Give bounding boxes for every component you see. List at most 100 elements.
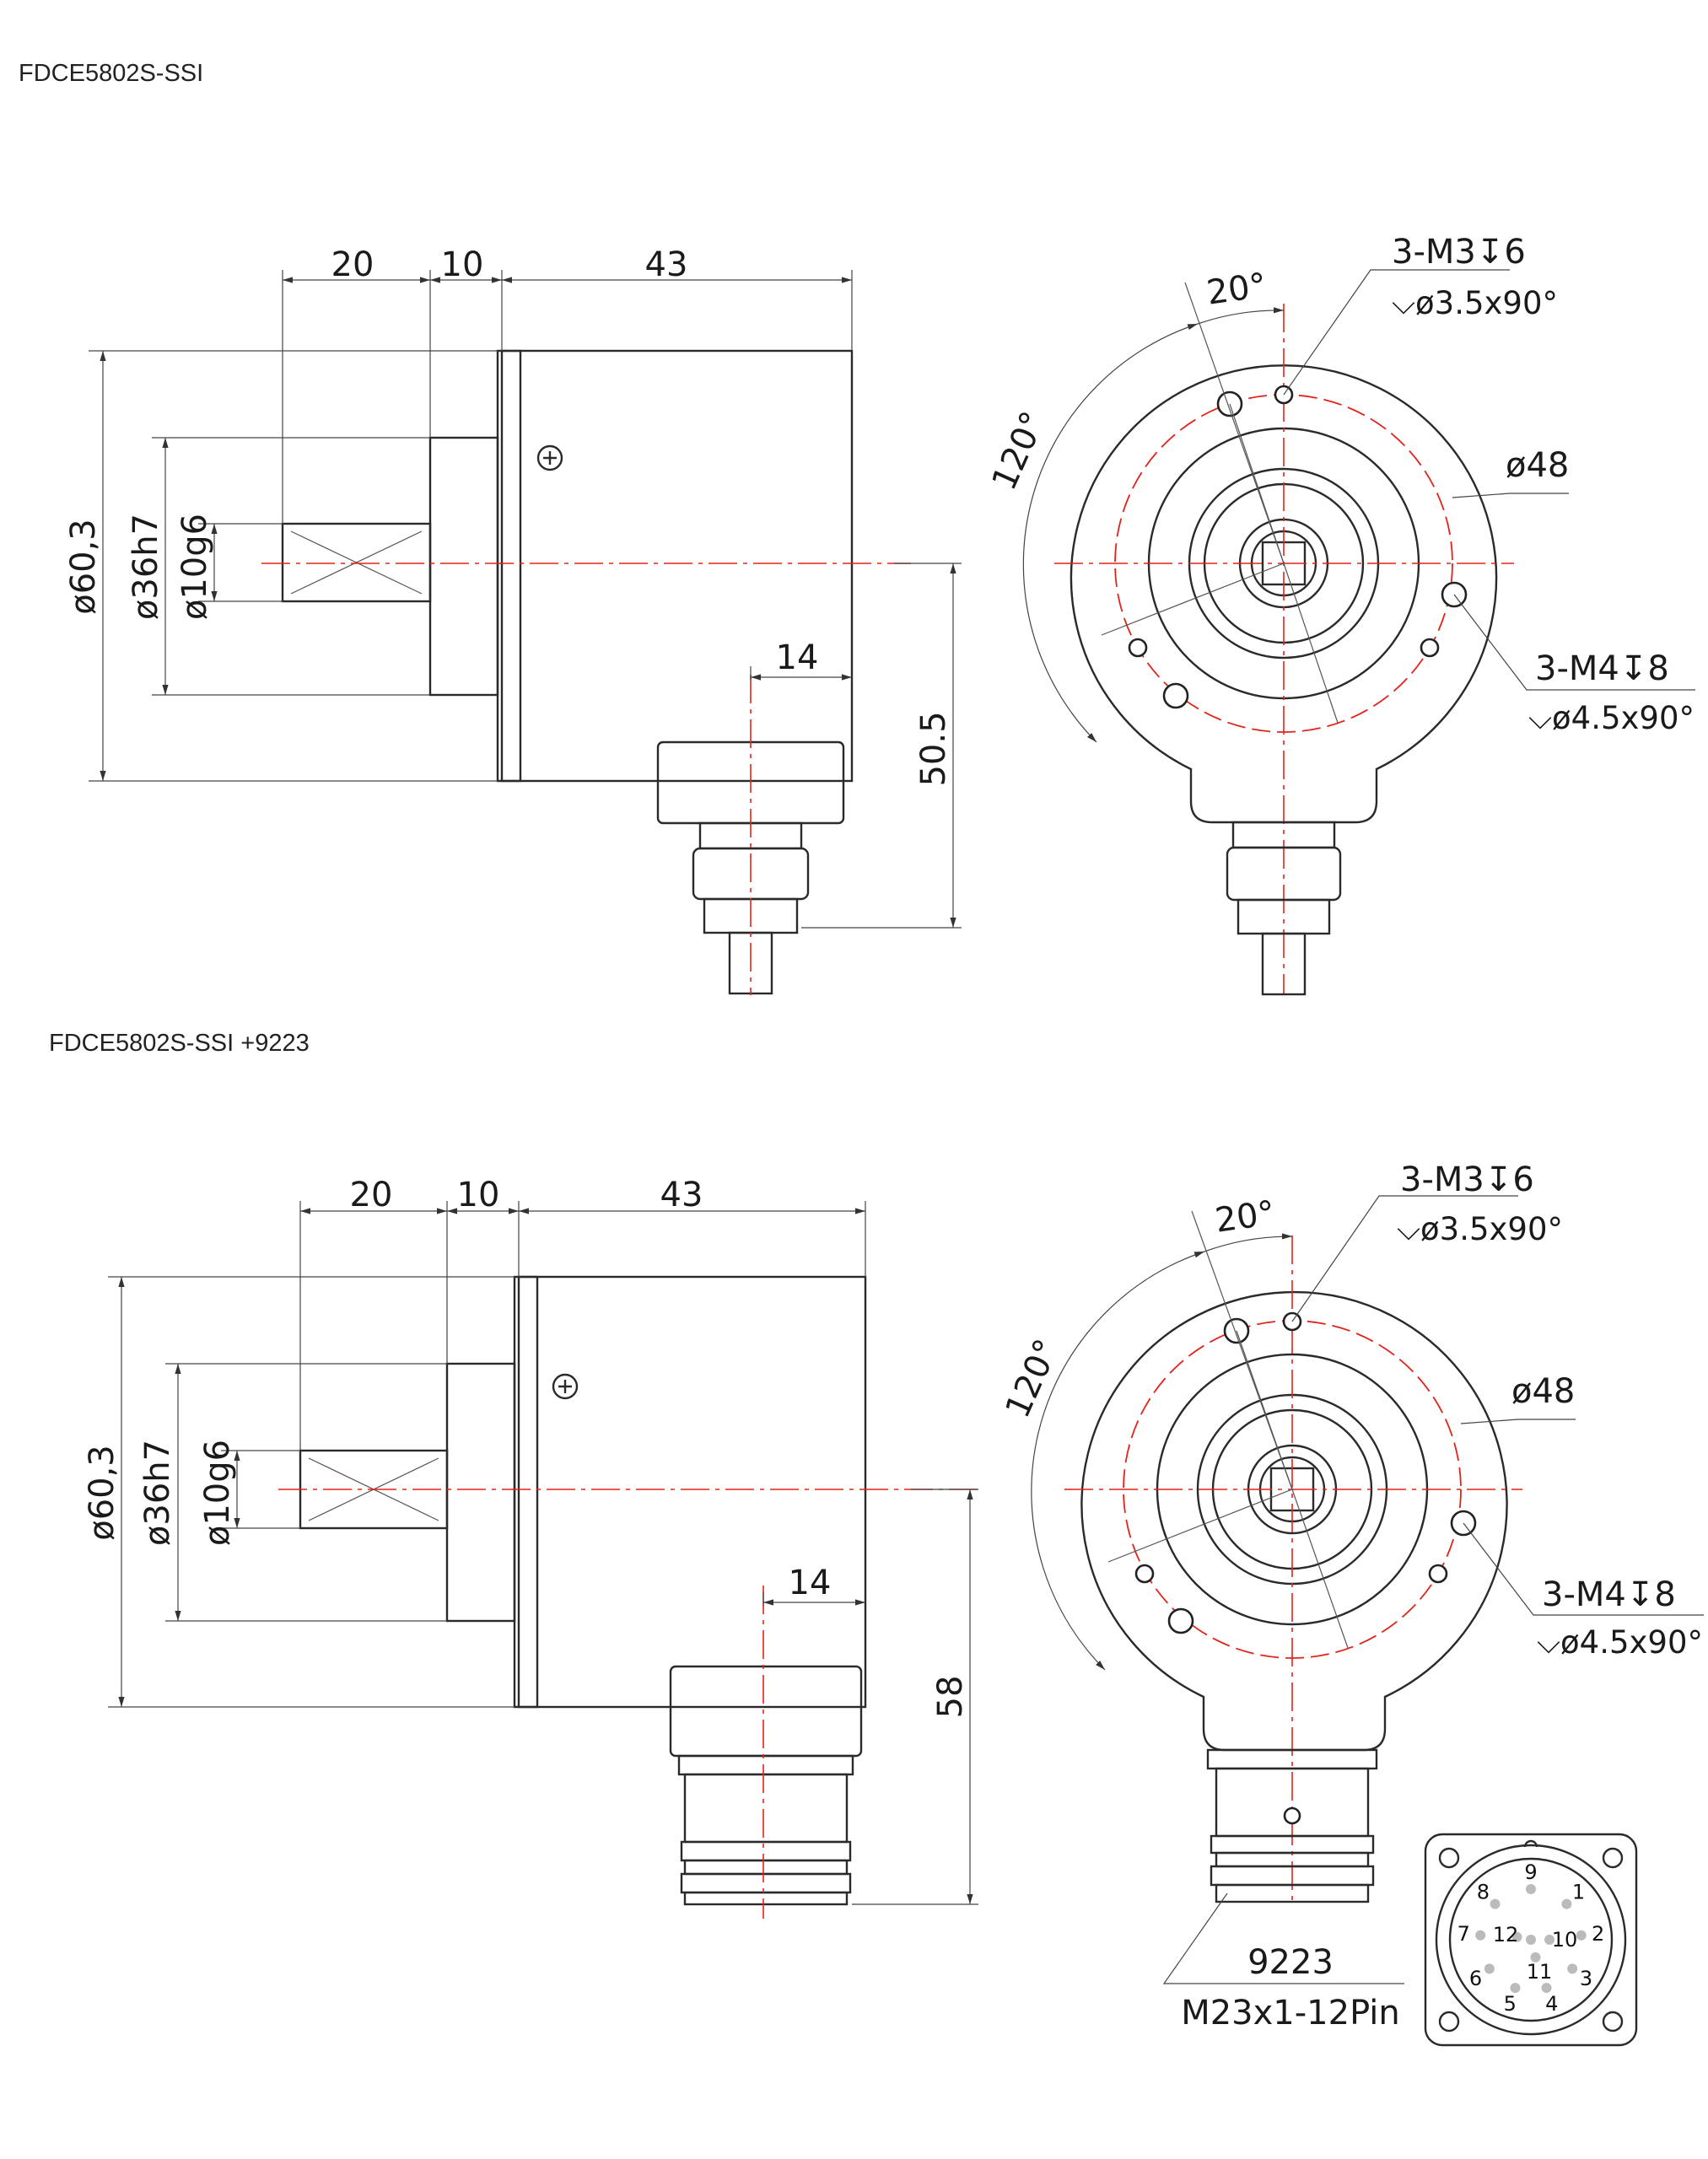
connector-pin-label: 3 (1580, 1967, 1592, 1990)
dim-shaft-length: 20 (331, 245, 374, 284)
side-view: 20 10 43 ø60,3 ø36h7 ø10g6 14 58 (83, 1176, 978, 1919)
m3-holes-label: 3-M3↧6 (1400, 1160, 1534, 1199)
angle-120-arc (1022, 323, 1199, 743)
mount-hole (1602, 1847, 1624, 1869)
pcd-leader (1452, 493, 1569, 498)
connector-pin-label: 1 (1572, 1880, 1585, 1903)
mount-hole (1602, 2011, 1624, 2032)
m4-hole (1167, 1607, 1194, 1634)
pcd-leader (1460, 1419, 1576, 1424)
flange-outline (1070, 364, 1498, 824)
connector-pin-label: 10 (1552, 1928, 1578, 1952)
connector-pin-label: 9 (1524, 1860, 1537, 1884)
m4-holes-label: 3-M4↧8 (1535, 649, 1669, 688)
dim-height: 50.5 (914, 711, 953, 786)
connector-body (683, 1891, 849, 1906)
m4-holes-label: 3-M4↧8 (1542, 1575, 1676, 1614)
connector-base (677, 1754, 854, 1776)
connector-pin (1530, 1952, 1541, 1962)
front-view: 120° 20° 3-M3↧6 ⌵ø3.5x90° ø48 3-M4↧8 ⌵ø4… (985, 233, 1695, 996)
connector-center-pin (1526, 1935, 1536, 1945)
connector-pin (1561, 1898, 1572, 1909)
connector-ring (680, 1840, 852, 1862)
connector-inner-ring (1448, 1857, 1614, 2022)
connector-pin (1526, 1884, 1536, 1894)
shaft-flat-mark (290, 530, 423, 595)
dim-spigot-diameter: ø36h7 (127, 514, 165, 620)
angle-20-arc (1197, 307, 1285, 325)
connector-pin-label: 2 (1592, 1922, 1604, 1946)
dim-spigot-diameter: ø36h7 (138, 1440, 177, 1546)
connector-outer-ring (1435, 1844, 1627, 2036)
screw-icon (536, 444, 563, 471)
angle-120-label: 120° (999, 1333, 1067, 1424)
bolt-circle-label: ø48 (1506, 446, 1569, 485)
connector-code: 9223 (1247, 1943, 1334, 1982)
m3-countersink-label: ⌵ø3.5x90° (1397, 1211, 1563, 1247)
angle-120-label: 120° (985, 406, 1053, 496)
m4-countersink-label: ⌵ø4.5x90° (1537, 1624, 1703, 1661)
m3-holes-label: 3-M3↧6 (1392, 233, 1526, 272)
encoder-housing (513, 1275, 867, 1709)
connector-pin (1567, 1963, 1578, 1974)
connector-ring (680, 1872, 852, 1894)
dim-connector-offset: 14 (789, 1564, 832, 1602)
clamping-spigot (445, 1362, 516, 1623)
dim-body-diameter: ø60,3 (83, 1445, 121, 1541)
m3-hole (1420, 638, 1440, 658)
connector-pin (1475, 1930, 1486, 1941)
connector-body (683, 1859, 849, 1876)
m4-countersink-label: ⌵ø4.5x90° (1528, 700, 1695, 736)
m3-countersink-label: ⌵ø3.5x90° (1392, 285, 1558, 321)
side-view: 20 10 43 ø60,3 ø36h7 ø10g6 14 50.5 (64, 245, 962, 995)
connector-key (1283, 1806, 1301, 1825)
m3-leader (1291, 1195, 1518, 1322)
dim-shaft-diameter: ø10g6 (175, 514, 214, 620)
dim-body-diameter: ø60,3 (64, 519, 103, 615)
drawing-top: FDCE5802S-SSI (19, 60, 1695, 996)
m3-hole (1134, 1564, 1155, 1584)
connector-housing (669, 1665, 863, 1758)
housing-flange (517, 1275, 539, 1709)
m4-leader (1463, 1522, 1704, 1616)
dimension-lines (108, 1201, 978, 1905)
mount-hole (1438, 1847, 1460, 1869)
dim-body-length: 43 (645, 245, 688, 284)
connector-spec: M23x1-12Pin (1181, 1994, 1400, 2032)
dim-cable-offset: 14 (776, 638, 819, 677)
connector-pin-label: 7 (1457, 1922, 1470, 1946)
dim-shaft-diameter: ø10g6 (198, 1440, 237, 1546)
housing-flange (500, 349, 522, 783)
connector-pin-label: 12 (1493, 1923, 1519, 1946)
connector-leader (1162, 1892, 1404, 1984)
angle-20-arc (1204, 1233, 1293, 1252)
connector-pin (1544, 1935, 1554, 1945)
drawing-title: FDCE5802S-SSI (19, 60, 203, 87)
dim-body-length: 43 (660, 1176, 703, 1214)
dim-shaft-length: 20 (350, 1176, 393, 1214)
clamping-spigot (428, 436, 499, 697)
bolt-circle-label: ø48 (1511, 1372, 1575, 1411)
m3-hole (1428, 1564, 1448, 1584)
connector-pin (1490, 1898, 1501, 1909)
mount-hole (1438, 2011, 1460, 2032)
dim-flange-length: 10 (441, 245, 484, 284)
screw-icon (552, 1373, 579, 1400)
front-view: 120° 20° 3-M3↧6 ⌵ø3.5x90° ø48 3-M4↧8 ⌵ø4… (999, 1160, 1704, 2032)
drawing-title: FDCE5802S-SSI +9223 (49, 1030, 310, 1057)
dim-height: 58 (931, 1676, 970, 1719)
shaft (281, 522, 432, 603)
connector-flange (1424, 1833, 1638, 2047)
dim-flange-length: 10 (457, 1176, 500, 1214)
connector-pin (1541, 1983, 1552, 1994)
m3-hole (1128, 638, 1148, 658)
angle-120-arc (1031, 1251, 1205, 1671)
m4-leader (1453, 594, 1695, 691)
flange-outline (1080, 1290, 1508, 1752)
connector-pin-label: 8 (1477, 1880, 1490, 1903)
encoder-housing (496, 349, 854, 783)
connector-pin (1576, 1930, 1587, 1941)
cable (1261, 932, 1307, 996)
angle-20-label: 20° (1204, 266, 1269, 312)
